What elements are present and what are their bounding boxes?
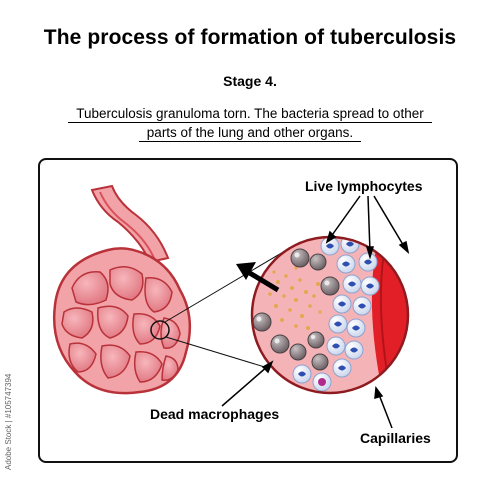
page-title: The process of formation of tuberculosis — [43, 26, 457, 49]
stage-heading: Stage 4. — [223, 73, 277, 89]
label-pointers — [221, 195, 410, 429]
label-live-lymphocytes: Live lymphocytes — [305, 178, 423, 194]
dead-macrophage-cells — [252, 248, 340, 371]
description-line-2: parts of the lung and other organs. — [0, 125, 500, 142]
live-lymphocyte-cells — [292, 237, 380, 392]
spread-arrow — [236, 262, 280, 293]
label-capillaries: Capillaries — [360, 430, 431, 446]
zoom-line-bottom — [165, 336, 269, 369]
description-line-1: Tuberculosis granuloma torn. The bacteri… — [0, 106, 500, 123]
zoom-line-top — [164, 241, 301, 323]
magnify-marker — [150, 320, 170, 340]
bronchiole — [90, 184, 170, 264]
label-dead-macrophages: Dead macrophages — [150, 406, 280, 422]
alveolar-sac — [53, 247, 192, 395]
stock-id-text: Adobe Stock | #105747394 — [4, 373, 13, 470]
